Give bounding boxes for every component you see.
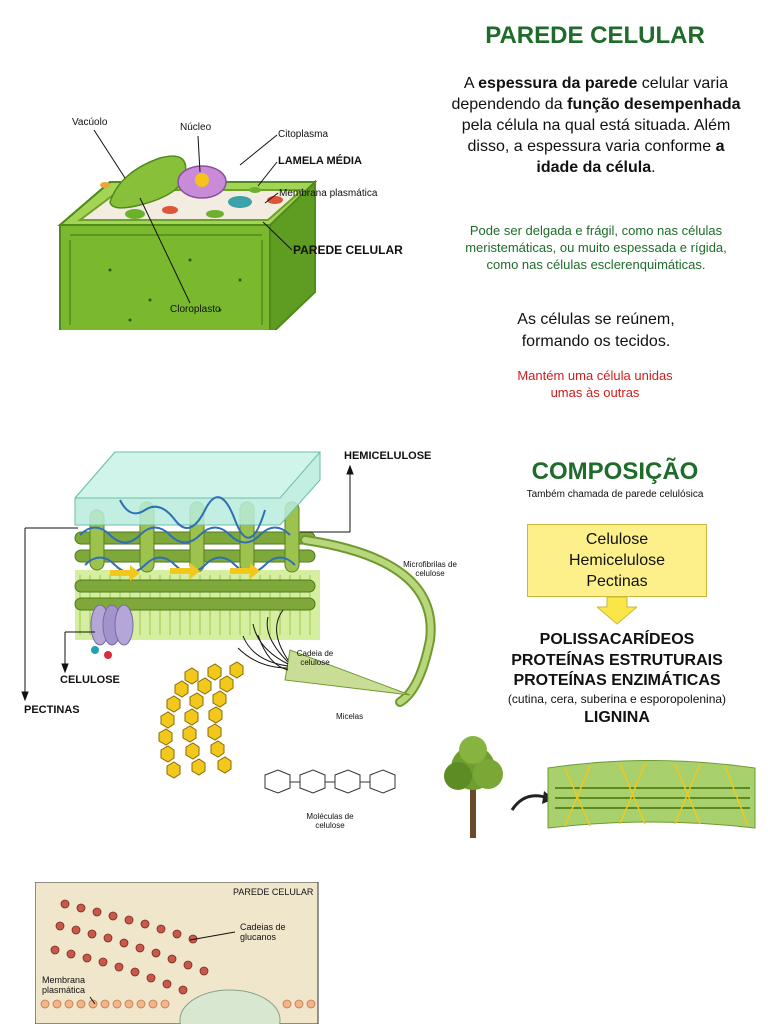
- para1-text-4: .: [651, 159, 656, 176]
- composition-title: COMPOSIÇÃO: [531, 458, 699, 485]
- label-parede-celular-bottom: PAREDE CELULAR: [233, 887, 314, 897]
- para1-text-2: celular varia dependendo da: [451, 75, 729, 113]
- thickness-paragraph: A espessura da parede celular varia depe…: [448, 73, 744, 178]
- label-membrana-plasmatica: Membrana plasmática: [279, 188, 378, 199]
- box-item-pectinas: Pectinas: [586, 573, 648, 590]
- thickness-note-green: Pode ser delgada e frágil, como nas célu…: [465, 223, 727, 272]
- plant-cell-diagram: [57, 129, 318, 330]
- down-arrow-icon: [597, 597, 637, 625]
- box-item-hemicelulose: Hemicelulose: [568, 552, 666, 569]
- label-membrana-bottom: Membrana plasmática: [42, 975, 86, 995]
- label-vacuolo: Vacúolo: [72, 117, 108, 128]
- box-item-celulose: Celulose: [585, 531, 649, 548]
- label-celulose: CELULOSE: [60, 674, 120, 686]
- para1-bold-1: espessura da parede: [478, 75, 638, 92]
- list-item-proteinas-estruturais: PROTEÍNAS ESTRUTURAIS: [511, 651, 723, 669]
- label-pectinas: PECTINAS: [24, 704, 80, 716]
- label-moleculas-celulose: Moléculas de celulose: [306, 812, 354, 830]
- lignin-wood-illustration: [430, 728, 760, 840]
- para1-bold-2: função desempenhada: [567, 96, 741, 113]
- label-microfibrilas: Microfibrilas de celulose: [403, 560, 457, 578]
- label-citoplasma: Citoplasma: [278, 129, 329, 140]
- tissue-text: As células se reúnem, formando os tecido…: [517, 311, 675, 350]
- page-title: PAREDE CELULAR: [485, 22, 705, 49]
- para1-text-3: pela célula na qual está situada. Além d…: [461, 117, 731, 155]
- list-note: (cutina, cera, suberina e esporopolenina…: [507, 692, 727, 706]
- label-cadeia-celulose: Cadeia de celulose: [296, 649, 334, 667]
- para1-bold-3: a idade da célula: [536, 138, 725, 176]
- composition-list: POLISSACARÍDEOS PROTEÍNAS ESTRUTURAIS PR…: [470, 630, 764, 692]
- list-item-polissacarideos: POLISSACARÍDEOS: [539, 631, 695, 648]
- label-cadeias-glucanos: Cadeias de glucanos: [240, 922, 286, 942]
- composition-box: Celulose Hemicelulose Pectinas: [527, 524, 707, 597]
- cell-wall-structure-diagram: [21, 451, 436, 794]
- lignina-label: LIGNINA: [584, 709, 650, 726]
- label-cloroplasto: Cloroplasto: [170, 304, 221, 315]
- label-nucleo: Núcleo: [180, 122, 212, 133]
- label-hemicelulose: HEMICELULOSE: [344, 450, 432, 462]
- para1-text-1: A: [463, 75, 479, 92]
- glucan-chain-diagram: [35, 882, 319, 1024]
- label-parede-celular: PAREDE CELULAR: [293, 243, 403, 257]
- composition-subtitle: Também chamada de parede celulósica: [526, 489, 704, 500]
- cell-union-note-red: Mantém uma célula unidas umas às outras: [517, 368, 673, 400]
- label-micelas: Micelas: [336, 712, 364, 721]
- list-item-proteinas-enzimaticas: PROTEÍNAS ENZIMÁTICAS: [513, 672, 721, 689]
- label-lamela-media: LAMELA MÉDIA: [278, 155, 362, 167]
